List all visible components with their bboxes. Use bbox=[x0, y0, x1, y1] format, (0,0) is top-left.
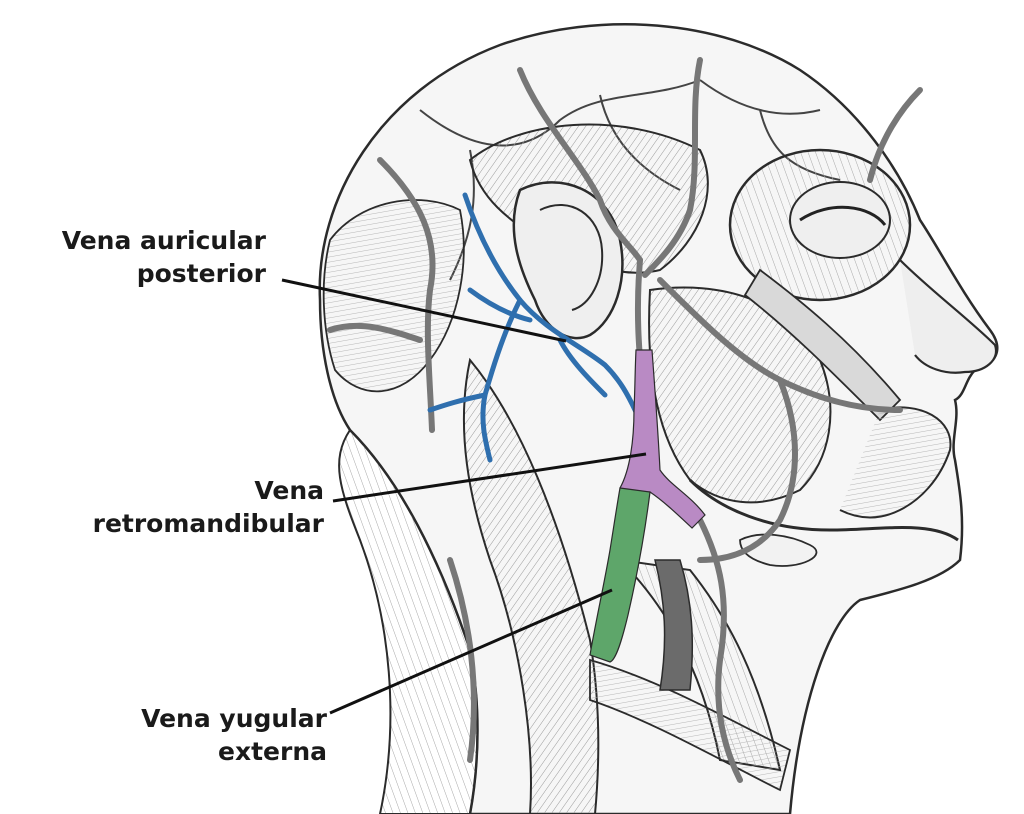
ear-helix bbox=[539, 204, 604, 311]
eye-muscle-inner bbox=[789, 181, 891, 259]
pointer-line-auricular bbox=[281, 278, 567, 343]
lips-chin bbox=[839, 406, 952, 519]
pointer-line-yugular bbox=[329, 588, 613, 715]
sternocleidomastoid bbox=[462, 357, 600, 814]
label-retro-line1: Vena bbox=[254, 476, 324, 505]
neck-back bbox=[338, 428, 479, 814]
mandible bbox=[688, 478, 959, 542]
label-auricular-line2: posterior bbox=[136, 259, 266, 288]
pointer-lines bbox=[281, 278, 647, 715]
nose bbox=[899, 259, 998, 374]
posterior-auricular-vein bbox=[427, 192, 639, 463]
retromandibular-vein bbox=[619, 349, 706, 529]
label-vena-auricular-posterior: Vena auricular posterior bbox=[62, 224, 266, 290]
label-vena-yugular-externa: Vena yugular externa bbox=[141, 702, 327, 768]
ear bbox=[512, 181, 624, 340]
closed-eyelid bbox=[799, 205, 887, 226]
external-jugular-vein bbox=[589, 487, 651, 663]
label-yugular-line2: externa bbox=[218, 737, 327, 766]
label-retro-line2: retromandibular bbox=[92, 509, 324, 538]
pointer-line-retromandibular bbox=[332, 452, 647, 503]
label-yugular-line1: Vena yugular bbox=[141, 704, 327, 733]
platysma-edge bbox=[589, 658, 792, 792]
label-auricular-line1: Vena auricular bbox=[61, 226, 266, 255]
label-vena-retromandibular: Vena retromandibular bbox=[93, 474, 324, 540]
internal-jugular-vein bbox=[654, 559, 694, 691]
